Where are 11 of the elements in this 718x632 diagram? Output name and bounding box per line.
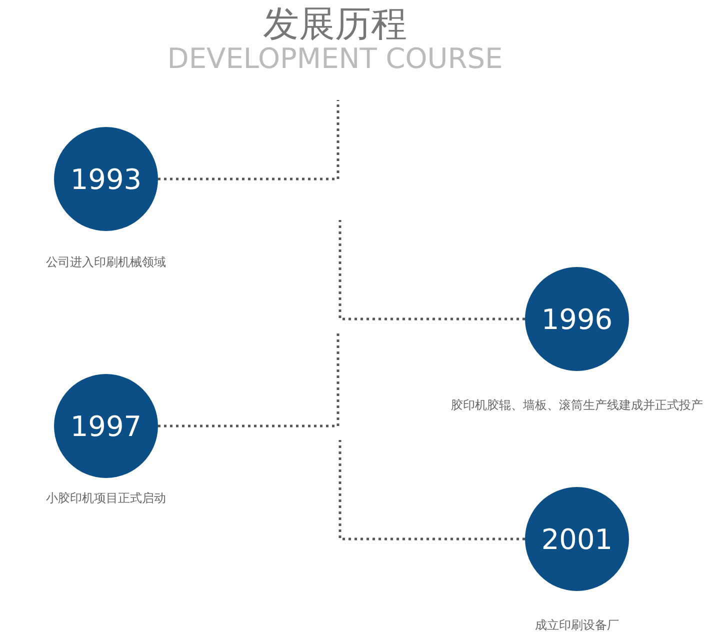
dotted-connector bbox=[338, 220, 525, 320]
year-circle: 1993 bbox=[54, 127, 158, 231]
milestone-text: 胶印机胶辊、墙板、滚筒生产线建成并正式投产 bbox=[451, 397, 703, 414]
milestone-text: 成立印刷设备厂 bbox=[535, 617, 619, 632]
milestone-text: 小胶印机项目正式启动 bbox=[46, 490, 166, 507]
year-circle: 1997 bbox=[54, 374, 158, 478]
dotted-connector bbox=[158, 100, 340, 180]
dotted-connector bbox=[338, 440, 525, 540]
milestone-text: 公司进入印刷机械领域 bbox=[46, 254, 166, 271]
year-circle: 2001 bbox=[525, 487, 629, 591]
year-circle: 1996 bbox=[525, 267, 629, 371]
